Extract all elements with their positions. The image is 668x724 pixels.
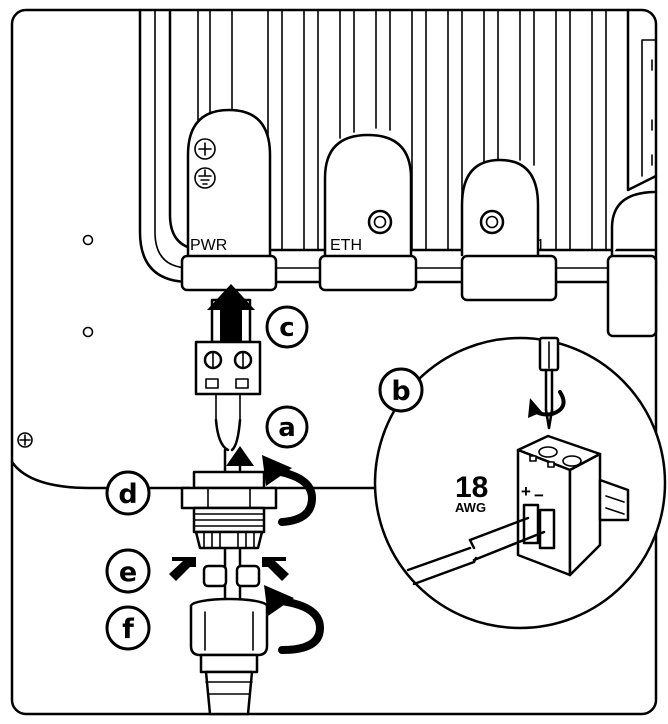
svg-text:b: b [391,376,410,407]
wire-ends [214,393,242,452]
detail-cable [406,516,546,586]
panel-edge [10,460,192,490]
terminal-polarity-negative: − [534,486,544,505]
port1-arch [460,158,540,257]
svg-text:e: e [119,557,137,588]
ground-icon [194,167,216,189]
port-label-eth: ETH [330,237,362,254]
pwr-seal [180,254,278,292]
pull-arrow-icon [226,446,254,466]
step-label-d: d [105,470,151,516]
rotate-arrow-icon [264,585,325,654]
rotate-arrow-icon [262,455,317,526]
svg-text:a: a [278,413,296,443]
step-label-f: f [105,605,151,651]
cable-gland [180,470,278,550]
terminal-block-3d: + − [516,434,630,577]
heatsink-fins [197,9,607,251]
terminal-polarity-positive: + [521,482,531,501]
step-label-e: e [105,548,151,594]
squeeze-arrow-left [169,557,196,581]
port-label-pwr: PWR [190,237,227,254]
step-label-b: b [378,367,424,413]
terminal-plug [194,340,262,396]
detail-circle: + − 18 AWG [373,336,667,630]
step-label-c: c [265,305,309,349]
right-port-arch [610,190,658,257]
wire-gauge: 18 [455,471,488,504]
right-seal [606,254,658,338]
svg-text:c: c [279,313,294,343]
port1-seal [460,254,558,302]
port-label-1: 1 [536,237,545,254]
push-arrow-icon [207,284,255,344]
mounting-holes [17,234,94,448]
eth-port-arch [323,133,413,257]
step-label-a: a [265,405,309,449]
squeeze-arrow-right [262,557,289,581]
seal-insert [169,557,289,588]
eth-port-connector [367,209,393,235]
plus-screw-icon [194,138,216,160]
eth-seal [318,254,418,292]
svg-text:f: f [122,614,134,645]
svg-text:d: d [118,479,137,510]
port1-connector [479,209,505,235]
port-seals [180,254,658,338]
wire-gauge-unit: AWG [455,500,486,515]
